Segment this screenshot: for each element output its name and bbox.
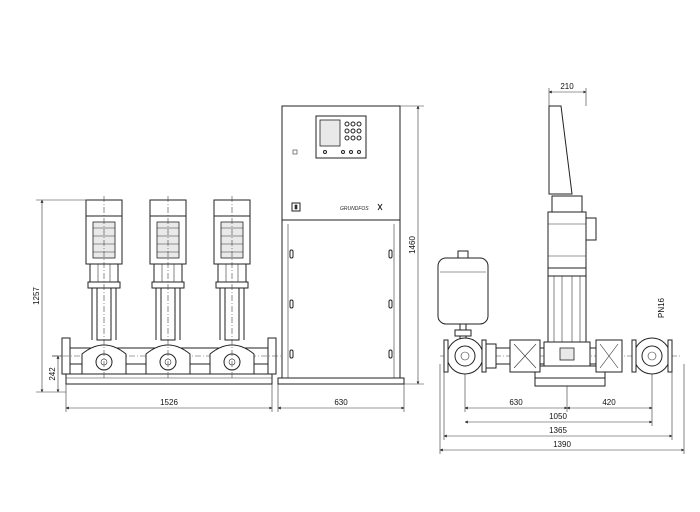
pump-3 — [209, 196, 255, 380]
dim-side-top: 210 — [560, 82, 574, 91]
controller-display — [319, 119, 341, 147]
terminal-box — [585, 217, 597, 241]
side-view: PN16 — [437, 105, 680, 387]
side-cabinet-profile — [548, 105, 573, 195]
dim-inlet-height: 242 — [48, 367, 57, 381]
cabinet-dimensions: 1460 630 — [277, 105, 424, 412]
side-view-dimensions: 210 630 420 1050 1365 1390 — [439, 82, 685, 454]
side-base-frame — [534, 377, 606, 387]
dim-front-height: 1257 — [32, 287, 41, 305]
pressure-rating: PN16 — [657, 297, 666, 318]
dim-front-width: 1526 — [160, 398, 178, 407]
tank-valve — [457, 250, 469, 259]
pump-2 — [145, 196, 191, 380]
dim-cabinet-width: 630 — [334, 398, 348, 407]
brand-mark-icon — [377, 203, 383, 211]
diaphragm-tank — [437, 257, 489, 325]
base-frame — [65, 373, 273, 385]
dim-side-1390: 1390 — [553, 440, 571, 449]
dim-side-630: 630 — [509, 398, 523, 407]
brand-logo: GRUNDFOS — [340, 206, 369, 212]
indicator-light — [292, 149, 298, 155]
front-view-dimensions: 1257 242 1526 — [32, 199, 273, 412]
dim-side-1365: 1365 — [549, 426, 567, 435]
control-cabinet: GRUNDFOS — [277, 105, 405, 385]
front-view-pumps — [52, 196, 286, 385]
pump-1 — [81, 196, 127, 380]
dim-side-420: 420 — [602, 398, 616, 407]
cabinet-base — [277, 377, 405, 385]
side-motor — [547, 211, 587, 269]
dim-side-1050: 1050 — [549, 412, 567, 421]
dim-cabinet-height: 1460 — [408, 236, 417, 254]
